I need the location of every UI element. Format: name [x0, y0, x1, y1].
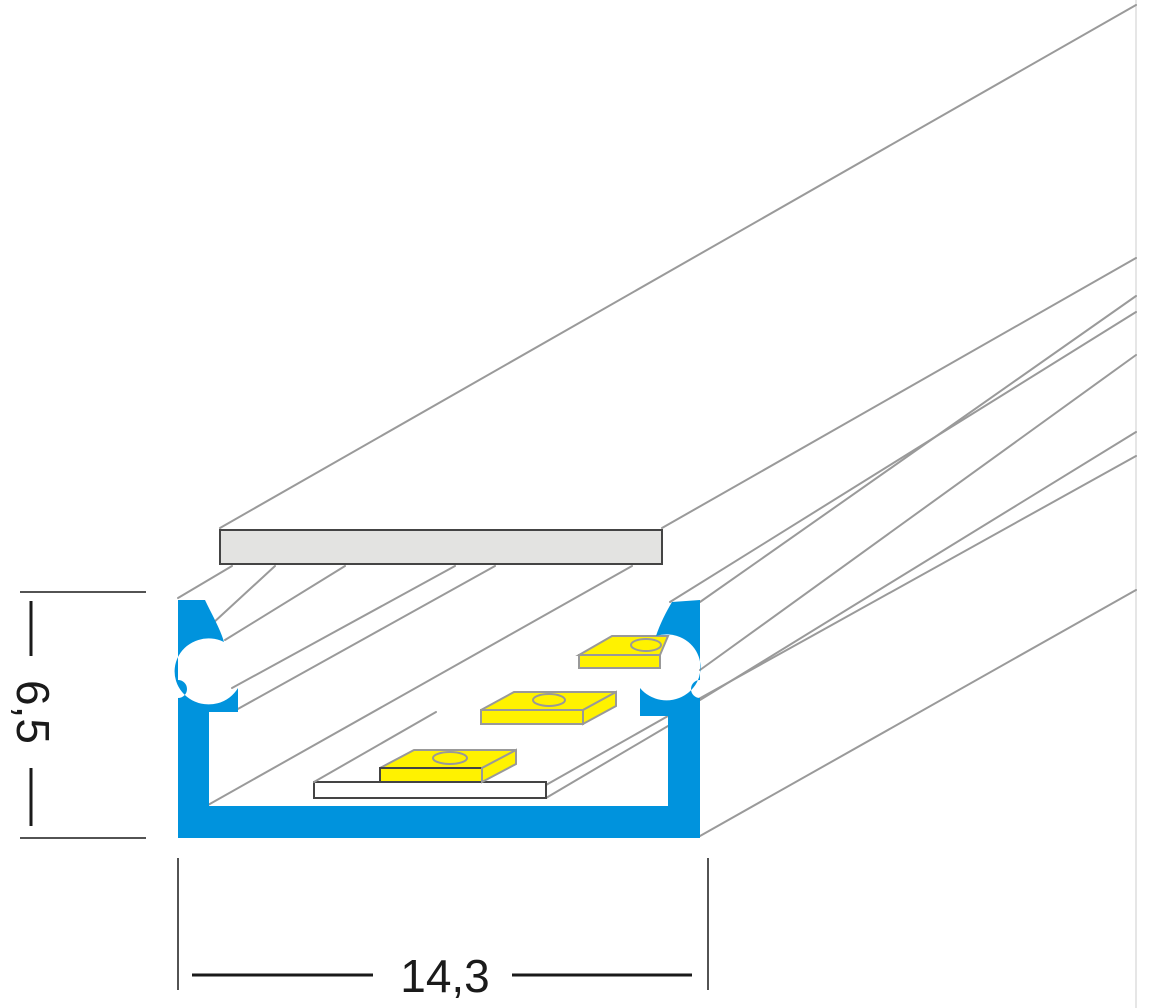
- height-label: 6,5: [7, 680, 59, 744]
- led-chip-middle: [480, 690, 617, 726]
- width-label: 14,3: [400, 950, 490, 1002]
- led-strip-pcb: [313, 711, 547, 799]
- led-chip-front: [379, 748, 517, 784]
- led-chip-back: [575, 635, 670, 669]
- profile-edges: [177, 295, 1137, 837]
- width-dimension: 14,3: [177, 858, 709, 1002]
- height-dimension: 6,5: [7, 591, 146, 839]
- diffuser-cover: [219, 4, 1137, 565]
- profile-cross-section: [174, 600, 701, 838]
